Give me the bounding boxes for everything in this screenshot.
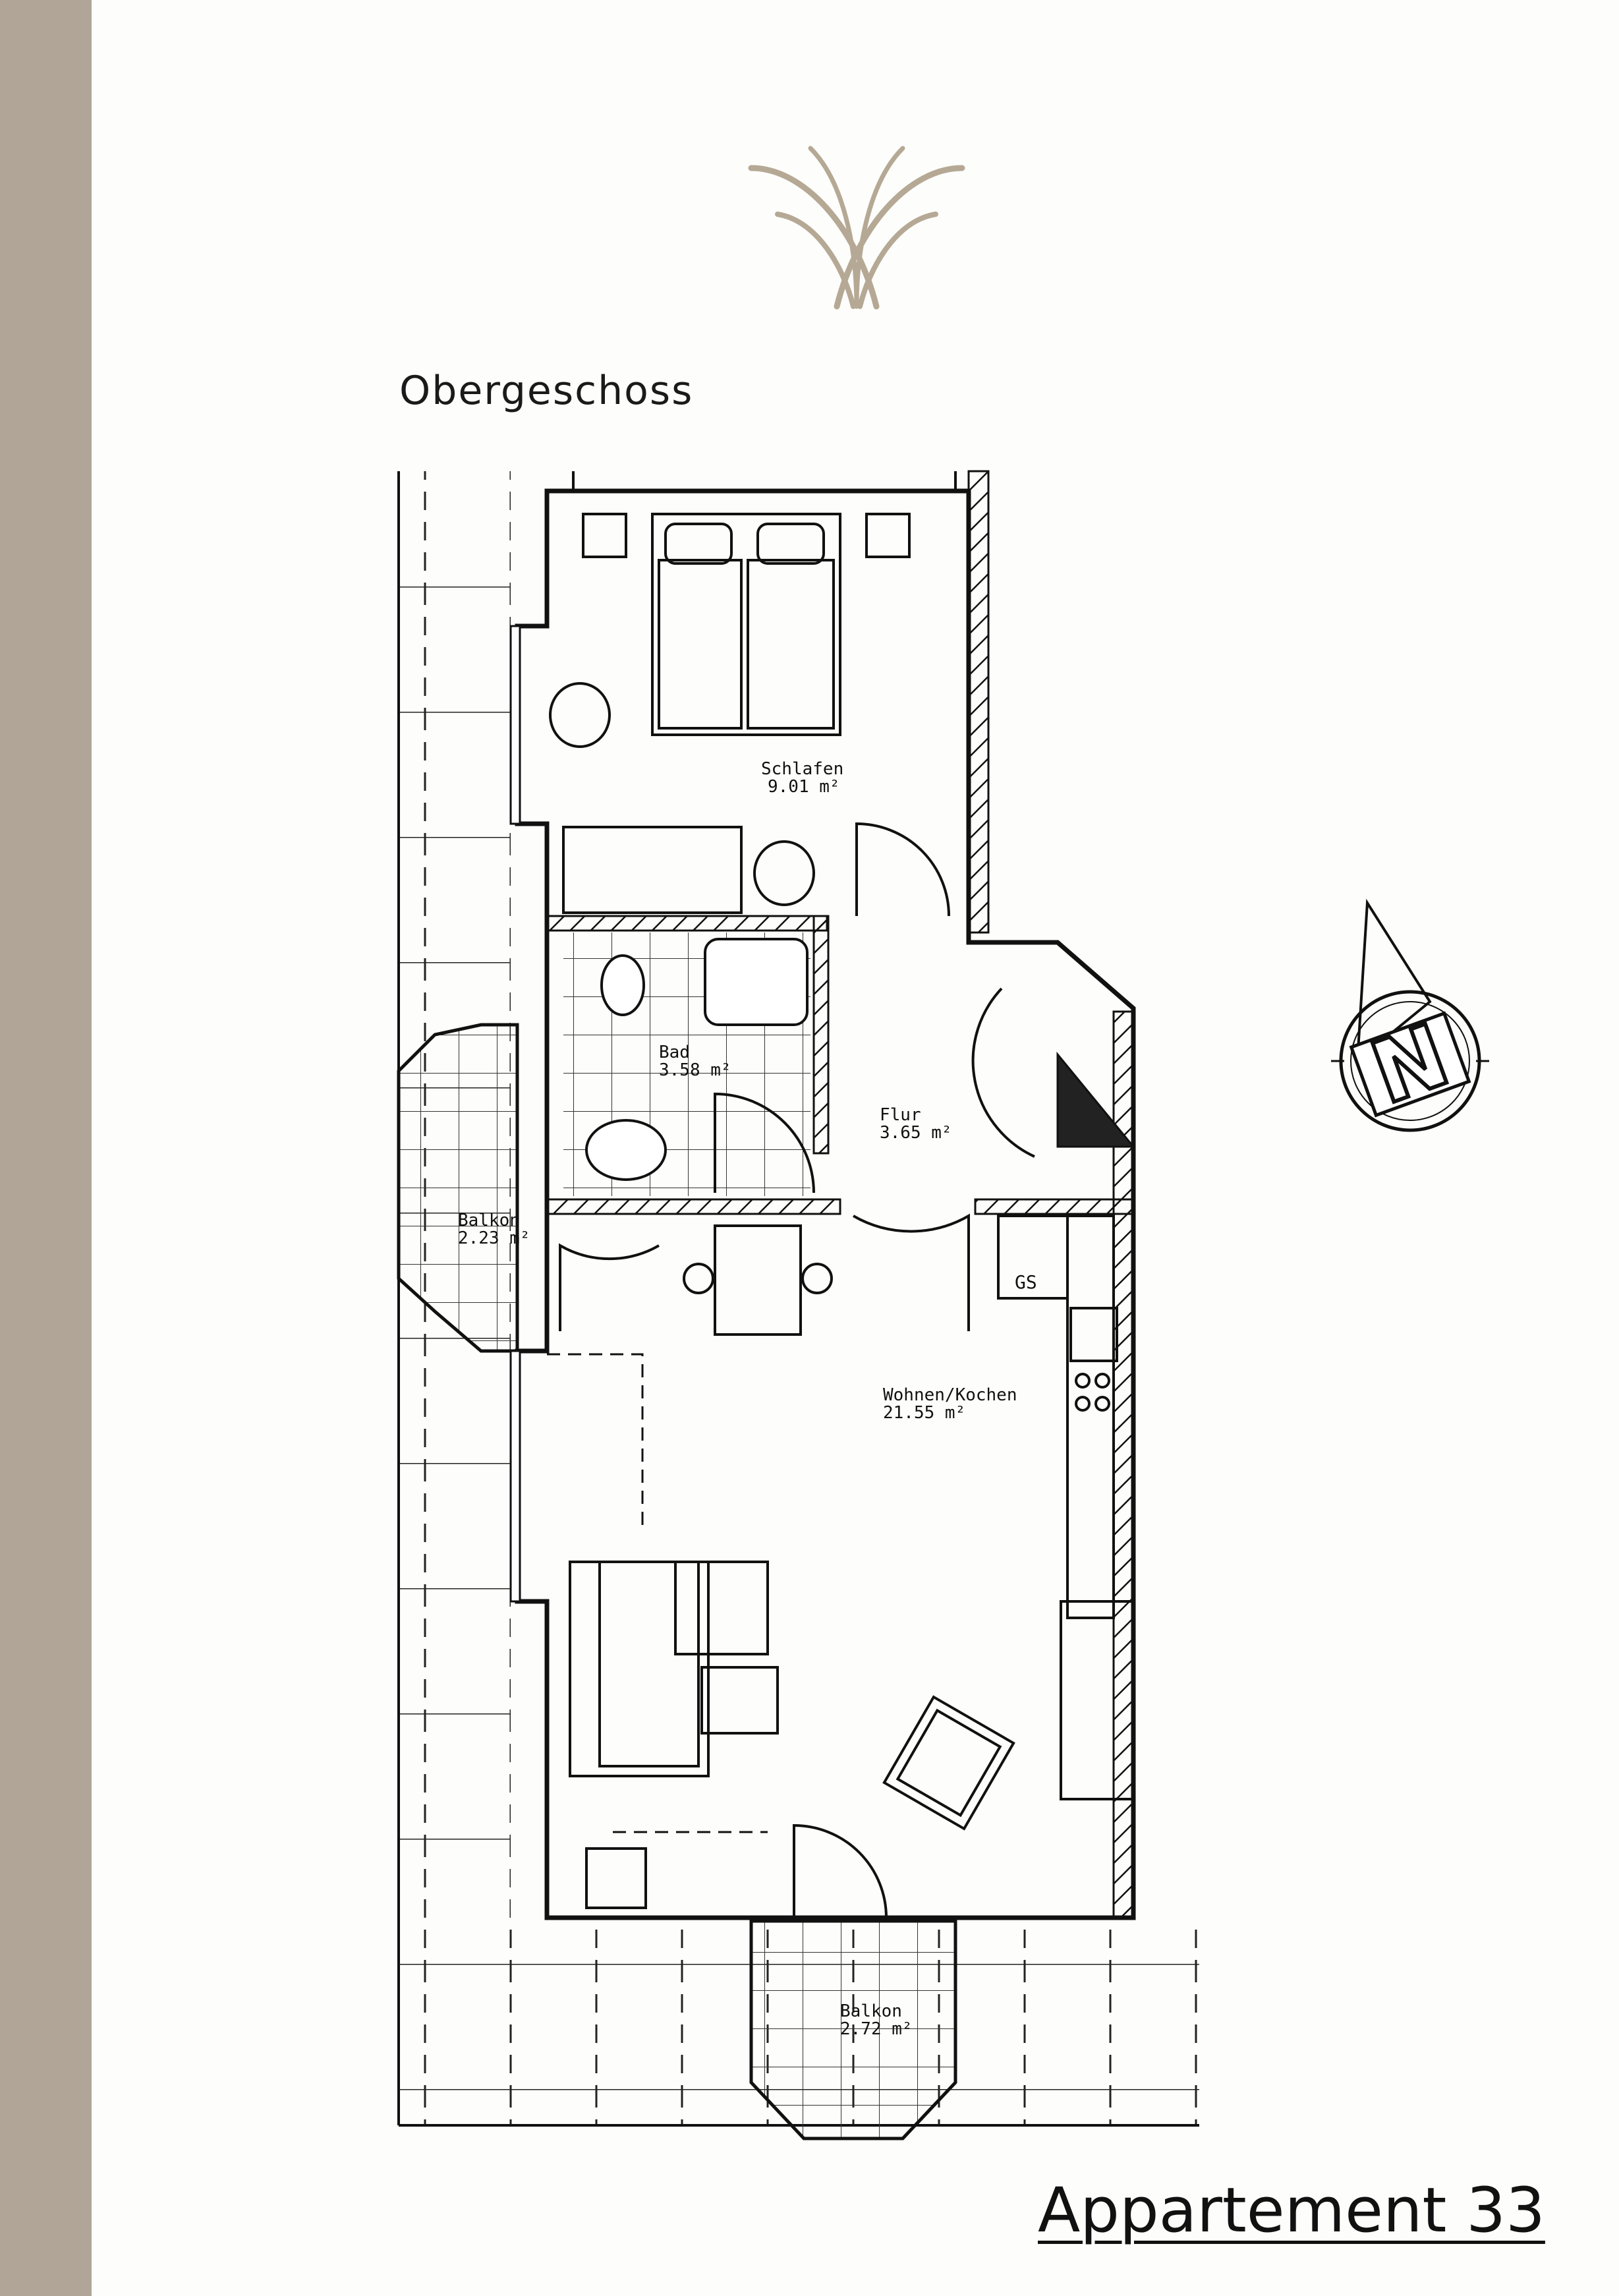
wall-hatch-east-upper [967, 470, 990, 934]
room-name-wohnen: Wohnen/Kochen [883, 1385, 1017, 1405]
wall-hatch-bath-hall [812, 915, 830, 1155]
room-name-flur: Flur [880, 1105, 921, 1125]
room-name-balkon-west: Balkon [458, 1211, 520, 1230]
room-area-wohnen: 21.55 m² [883, 1403, 965, 1423]
room-name-schlafen: Schlafen [761, 759, 843, 779]
room-area-bad: 3.58 m² [659, 1060, 731, 1080]
floor-plan: GS Schlafen 9.01 m² Bad 3.58 m² Flur 3.6… [397, 470, 1199, 2140]
room-area-balkon-west: 2.23 m² [458, 1228, 530, 1248]
room-name-balkon-south: Balkon [840, 2001, 902, 2021]
kitchen-counter [1066, 1215, 1118, 1619]
room-area-schlafen: 9.01 m² [768, 777, 840, 797]
side-stripe [0, 0, 92, 2296]
floor-label: Obergeschoss [399, 368, 694, 414]
room-area-balkon-south: 2.72 m² [840, 2019, 913, 2039]
logo-icon [748, 146, 965, 310]
wall-hatch-bath-living [546, 1198, 841, 1215]
bath-fixtures [585, 938, 809, 1181]
room-area-flur: 3.65 m² [880, 1123, 952, 1143]
north-arrow-icon: N [1331, 898, 1489, 1132]
balcony-west [397, 1023, 519, 1353]
balcony-south [749, 1919, 957, 2140]
gs-label: GS [1015, 1271, 1037, 1293]
bedroom-furniture [549, 513, 911, 914]
apartment-title: Appartement 33 [1038, 2175, 1545, 2247]
wall-hatch-bedroom-bath [546, 915, 828, 932]
wall-hatch-kitchen-top [974, 1198, 1135, 1215]
entrance-marker-icon [1056, 1051, 1136, 1148]
room-name-bad: Bad [659, 1043, 690, 1062]
living-furniture [569, 1215, 1135, 1909]
